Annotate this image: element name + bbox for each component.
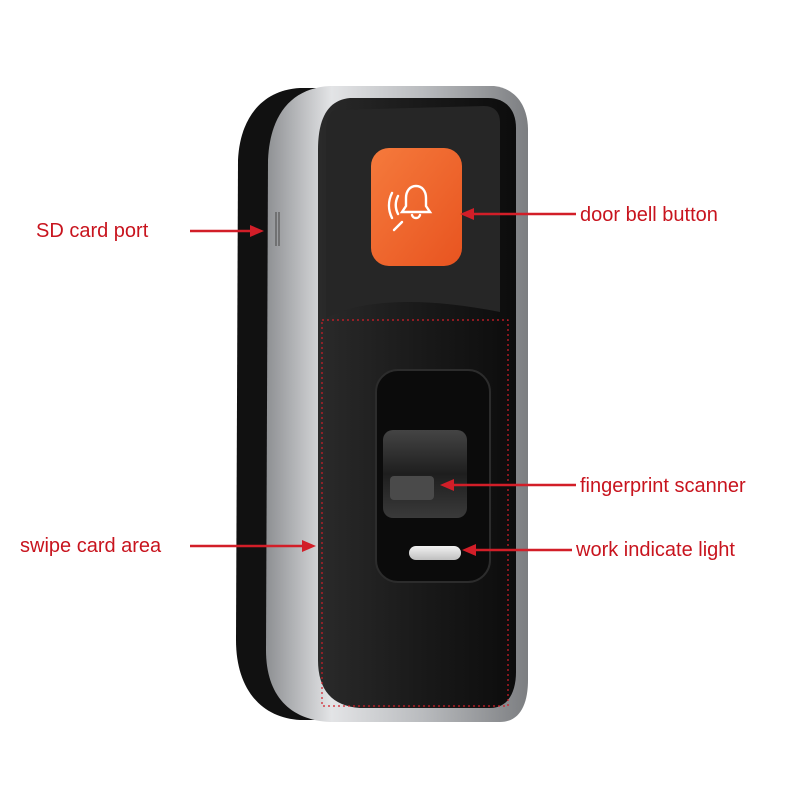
door-bell-button-label: door bell button <box>580 204 718 226</box>
swipe-card-area-outline <box>321 319 509 707</box>
door-bell-button <box>371 148 462 266</box>
arrowhead-swipe-card <box>302 540 316 552</box>
arrowhead-door-bell <box>460 208 474 220</box>
bell-icon <box>387 184 433 232</box>
sd-card-port-label: SD card port <box>36 220 149 242</box>
arrowhead-fingerprint <box>440 479 454 491</box>
indicator-light <box>409 546 461 560</box>
arrowhead-work-light <box>462 544 476 556</box>
arrowhead-sd-card <box>250 225 264 237</box>
sd-card-slot <box>275 212 280 246</box>
swipe-card-area-label: swipe card area <box>20 535 162 557</box>
sensor-glass <box>390 476 434 500</box>
fingerprint-scanner-label: fingerprint scanner <box>580 475 746 497</box>
work-indicate-light-label: work indicate light <box>576 539 735 561</box>
